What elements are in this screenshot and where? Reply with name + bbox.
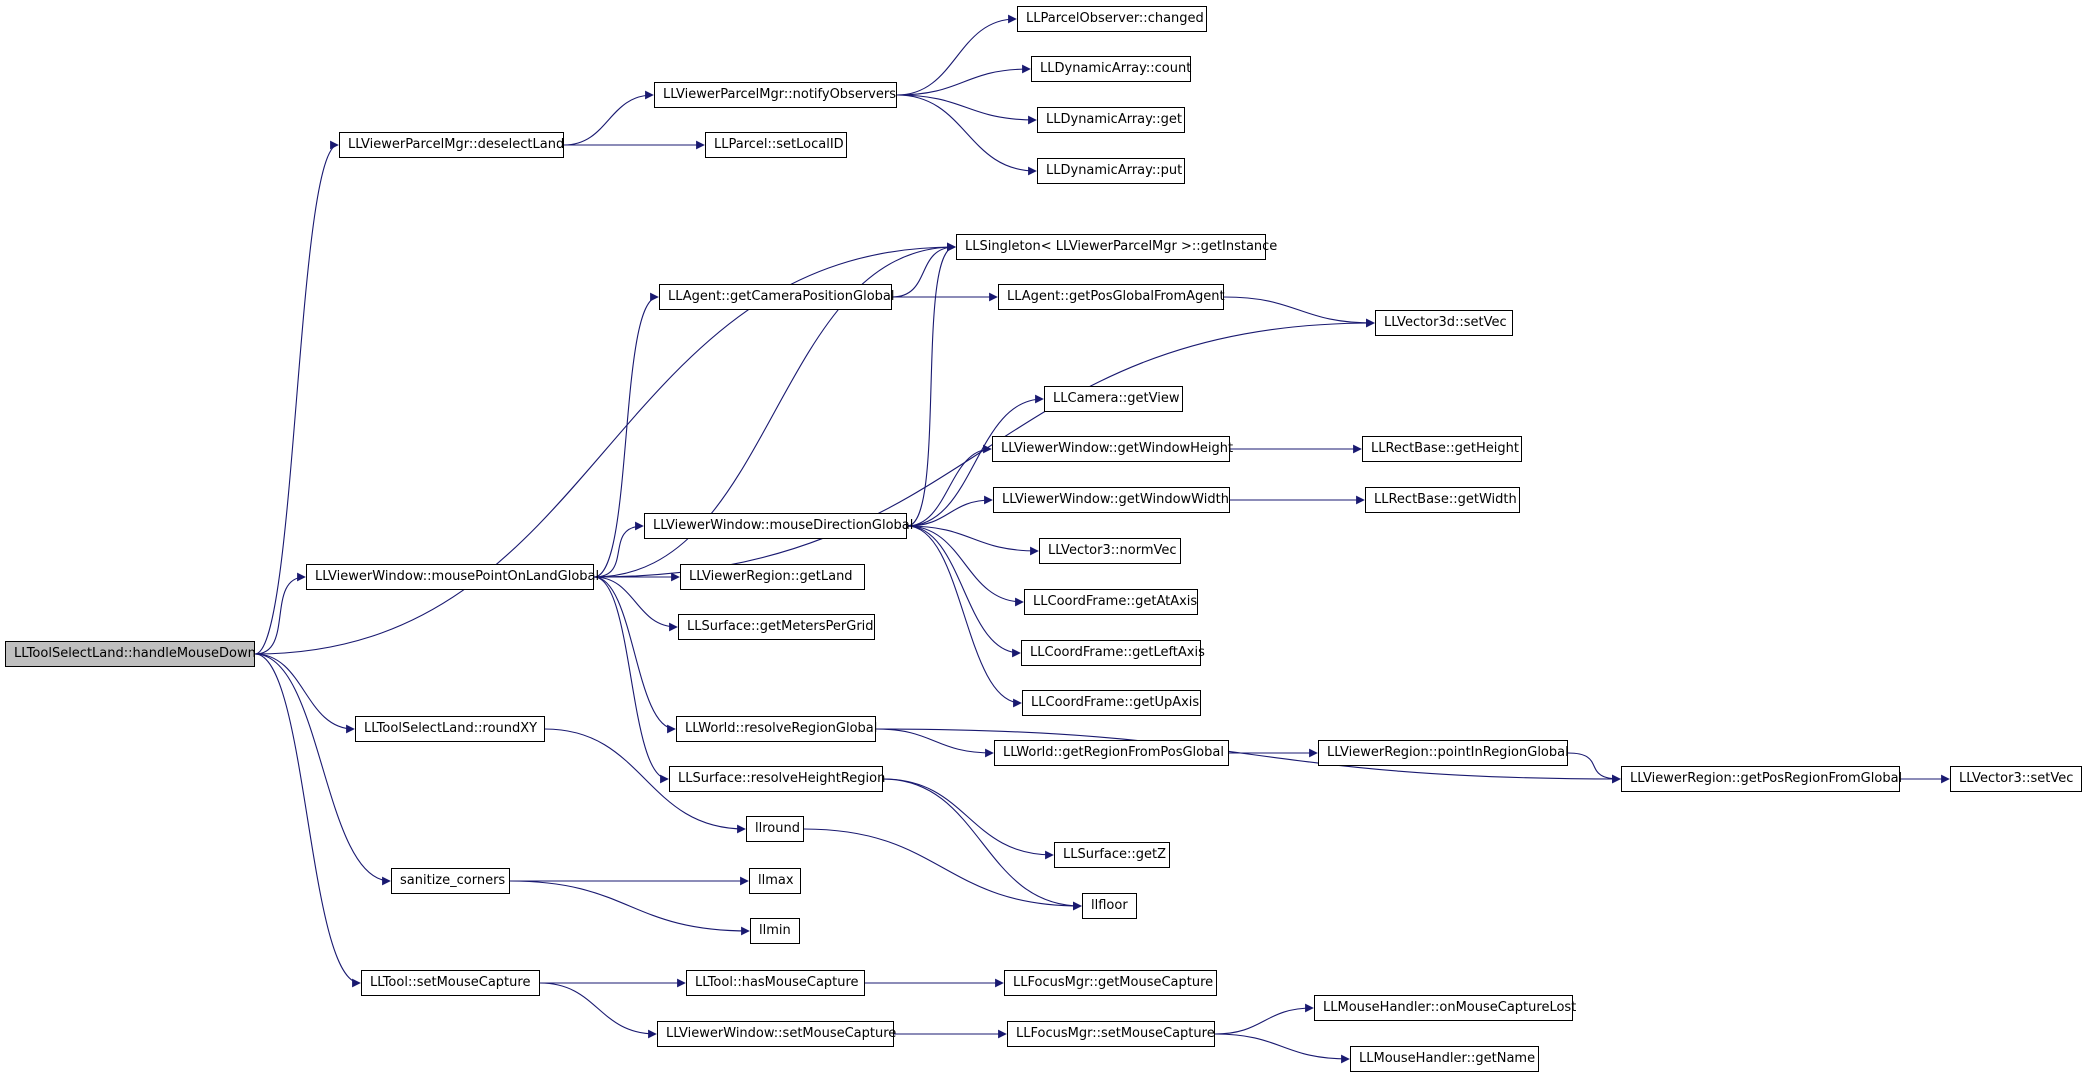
node-mouse-capture-lost[interactable]: LLMouseHandler::onMouseCaptureLost xyxy=(1314,995,1576,1021)
edge-root-to-mousepoint xyxy=(254,572,306,655)
node-camera-get-view[interactable]: LLCamera::getView xyxy=(1044,386,1183,412)
edge-root-to-getinstance xyxy=(254,242,956,655)
node-rect-get-width[interactable]: LLRectBase::getWidth xyxy=(1365,487,1520,513)
node-parcel-observer-changed[interactable]: LLParcelObserver::changed xyxy=(1017,6,1207,32)
edge-sanitize-to-llmin xyxy=(509,880,750,936)
edge-mousedir-to-ataxis xyxy=(906,525,1024,607)
edge-deselect-to-notify xyxy=(563,90,654,146)
node-agent-pos-global-from-agent[interactable]: LLAgent::getPosGlobalFromAgent xyxy=(998,284,1225,310)
edge-campos-to-getinstance xyxy=(891,242,956,298)
edge-mousepoint-to-getinstance xyxy=(593,242,956,578)
edge-mousepoint-to-campos xyxy=(593,292,659,578)
node-coordframe-up-axis[interactable]: LLCoordFrame::getUpAxis xyxy=(1022,690,1201,716)
node-dynamic-array-get[interactable]: LLDynamicArray::get xyxy=(1037,107,1185,133)
edge-root-to-sanitize xyxy=(254,653,391,886)
edge-mousedir-to-getinstance xyxy=(906,242,956,527)
node-window-width[interactable]: LLViewerWindow::getWindowWidth xyxy=(993,487,1230,513)
node-region-from-pos-global[interactable]: LLWorld::getRegionFromPosGlobal xyxy=(994,740,1229,766)
node-llround[interactable]: llround xyxy=(746,816,804,842)
edge-mousedir-to-getview xyxy=(906,394,1044,527)
node-mouse-handler-get-name[interactable]: LLMouseHandler::getName xyxy=(1350,1046,1539,1072)
node-mouse-direction-global[interactable]: LLViewerWindow::mouseDirectionGlobal xyxy=(644,513,913,539)
edge-posglobal-to-setvec3d xyxy=(1223,296,1375,328)
edge-mousedir-to-normvec xyxy=(906,525,1039,556)
node-window-height[interactable]: LLViewerWindow::getWindowHeight xyxy=(992,436,1233,462)
edge-notify-to-dacount xyxy=(896,64,1031,96)
edge-focusset-to-mhlost xyxy=(1214,1003,1314,1035)
node-llmin[interactable]: llmin xyxy=(750,918,800,944)
node-rect-get-height[interactable]: LLRectBase::getHeight xyxy=(1362,436,1522,462)
node-mouse-point-on-land[interactable]: LLViewerWindow::mousePointOnLandGlobal xyxy=(306,564,599,590)
node-surface-meters-per-grid[interactable]: LLSurface::getMetersPerGrid xyxy=(678,614,875,640)
node-coordframe-left-axis[interactable]: LLCoordFrame::getLeftAxis xyxy=(1021,640,1205,666)
edge-mousedir-to-winwidth xyxy=(906,495,993,527)
edge-root-to-setcapture xyxy=(254,653,361,988)
node-dynamic-array-put[interactable]: LLDynamicArray::put xyxy=(1037,158,1185,184)
node-point-in-region-global[interactable]: LLViewerRegion::pointInRegionGlobal xyxy=(1318,740,1569,766)
edge-setcapture-to-vwsetcapture xyxy=(539,982,657,1039)
edge-root-to-roundxy xyxy=(254,653,355,734)
edge-mousepoint-to-mousedir xyxy=(593,521,644,578)
node-agent-camera-position[interactable]: LLAgent::getCameraPositionGlobal xyxy=(659,284,894,310)
node-notify-observers[interactable]: LLViewerParcelMgr::notifyObservers xyxy=(654,82,897,108)
edge-notify-to-daput xyxy=(896,94,1037,176)
node-vector3-set-vec[interactable]: LLVector3::setVec xyxy=(1950,766,2082,792)
node-llmax[interactable]: llmax xyxy=(749,868,801,894)
node-sanitize-corners[interactable]: sanitize_corners xyxy=(391,868,510,894)
edge-pointinregion-to-posregion xyxy=(1567,752,1621,784)
edge-resolveregion-to-posregion xyxy=(875,728,1621,784)
node-tool-set-mouse-capture[interactable]: LLTool::setMouseCapture xyxy=(361,970,540,996)
edge-llround-to-llfloor xyxy=(803,828,1082,911)
edge-notify-to-daget xyxy=(896,94,1037,125)
edge-roundxy-to-llround xyxy=(544,728,746,834)
node-tool-has-mouse-capture[interactable]: LLTool::hasMouseCapture xyxy=(686,970,865,996)
edge-focusset-to-mhname xyxy=(1214,1033,1350,1064)
edge-notify-to-changed xyxy=(896,14,1017,96)
node-root[interactable]: LLToolSelectLand::handleMouseDown xyxy=(5,641,256,667)
edge-root-to-deselect xyxy=(254,140,339,655)
node-surface-get-z[interactable]: LLSurface::getZ xyxy=(1054,842,1170,868)
node-focus-set-mouse-capture[interactable]: LLFocusMgr::setMouseCapture xyxy=(1007,1021,1215,1047)
edge-resolveregion-to-regionfrompos xyxy=(875,728,994,758)
edge-resolveheight-to-llfloor xyxy=(882,778,1082,911)
node-resolve-height-region[interactable]: LLSurface::resolveHeightRegion xyxy=(669,766,885,792)
node-focus-get-mouse-capture[interactable]: LLFocusMgr::getMouseCapture xyxy=(1004,970,1217,996)
edge-mousepoint-to-resolveregion xyxy=(593,576,676,734)
edge-mousepoint-to-meters xyxy=(593,576,678,632)
node-llfloor[interactable]: llfloor xyxy=(1082,893,1137,919)
node-viewer-set-mouse-capture[interactable]: LLViewerWindow::setMouseCapture xyxy=(657,1021,896,1047)
edge-resolveheight-to-getz xyxy=(882,778,1054,860)
node-roundxy[interactable]: LLToolSelectLand::roundXY xyxy=(355,716,545,742)
node-singleton-get-instance[interactable]: LLSingleton< LLViewerParcelMgr >::getIns… xyxy=(956,234,1277,260)
node-deselect-land[interactable]: LLViewerParcelMgr::deselectLand xyxy=(339,132,564,158)
edge-mousepoint-to-resolveheight xyxy=(593,576,669,784)
edge-mousedir-to-winheight xyxy=(906,444,992,527)
edge-mousedir-to-upaxis xyxy=(906,525,1022,708)
node-region-get-land[interactable]: LLViewerRegion::getLand xyxy=(680,564,865,590)
node-parcel-set-local-id[interactable]: LLParcel::setLocalID xyxy=(705,132,847,158)
node-resolve-region-global[interactable]: LLWorld::resolveRegionGlobal xyxy=(676,716,877,742)
node-pos-region-from-global[interactable]: LLViewerRegion::getPosRegionFromGlobal xyxy=(1621,766,1902,792)
node-vector3d-set-vec[interactable]: LLVector3d::setVec xyxy=(1375,310,1513,336)
node-dynamic-array-count[interactable]: LLDynamicArray::count xyxy=(1031,56,1191,82)
node-coordframe-at-axis[interactable]: LLCoordFrame::getAtAxis xyxy=(1024,589,1198,615)
node-vector3-norm-vec[interactable]: LLVector3::normVec xyxy=(1039,538,1181,564)
edge-mousedir-to-leftaxis xyxy=(906,525,1021,658)
